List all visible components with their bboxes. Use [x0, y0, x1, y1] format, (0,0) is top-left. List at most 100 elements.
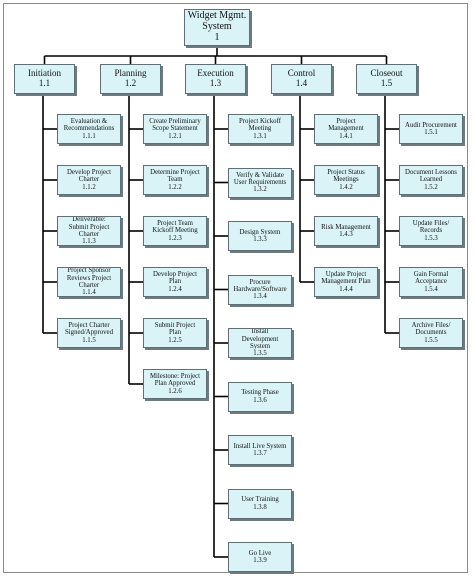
task-node-code: 1.5.5 — [424, 336, 438, 344]
phase-node-code: 1.5 — [380, 78, 393, 88]
task-node-code: 1.1.4 — [82, 289, 96, 297]
task-node-title: Evaluation & Recommendations — [63, 118, 115, 133]
task-node-code: 1.3.1 — [253, 132, 267, 140]
task-node-title: Develop Project Plan — [153, 271, 197, 286]
task-node-code: 1.3.5 — [253, 350, 267, 358]
phase-node-code: 1.1 — [38, 78, 51, 88]
task-node-title: Archive Files/ Documents — [411, 322, 451, 337]
phase-node-title: Control — [287, 68, 316, 79]
phase-node-title: Initiation — [28, 68, 61, 79]
task-node-title: Update Files/ Records — [412, 220, 450, 235]
task-node-code: 1.4.2 — [339, 183, 353, 191]
task-node-code: 1.5.4 — [424, 285, 438, 293]
task-node-code: 1.5.2 — [424, 183, 438, 191]
task-node-code: 1.1.2 — [82, 183, 96, 191]
task-node-title: Update Project Management Plan — [321, 271, 371, 286]
task-node-code: 1.3.7 — [253, 450, 267, 457]
task-node-title: Testing Phase — [241, 389, 279, 397]
task-node-title: Document Lessons Learned — [405, 169, 457, 184]
task-node-title: Verify & Validate User Requirements — [233, 171, 287, 186]
task-node-title: Install Live System — [233, 442, 287, 450]
phase-node-code: 1.2 — [124, 78, 137, 88]
task-node-title: Develop Project Charter — [67, 169, 111, 184]
phase-node-title: Planning — [114, 68, 147, 79]
task-node-title: User Training — [241, 496, 279, 504]
task-node-title: Procure Hardware/Software — [233, 278, 287, 293]
task-node-title: Project Kickoff Meeting — [239, 118, 281, 133]
phase-node-title: Closeout — [370, 68, 403, 79]
task-node-code: 1.3.3 — [253, 236, 267, 243]
task-node-title: Create Preliminary Scope Statement — [149, 118, 201, 133]
task-node-code: 1.3.8 — [253, 503, 267, 511]
task-node-code: 1.2.1 — [168, 132, 182, 140]
task-node-code: 1.2.5 — [168, 336, 182, 344]
task-node-code: 1.4.1 — [339, 132, 353, 140]
task-node-code: 1.4.4 — [339, 285, 353, 293]
task-node-code: 1.2.2 — [168, 183, 182, 191]
task-node-title: Project Management — [328, 118, 364, 133]
phase-node-title: Execution — [197, 68, 234, 79]
task-node-code: 1.1.1 — [82, 132, 96, 140]
task-node-code: 1.3.2 — [253, 186, 267, 194]
root-code: 1 — [214, 31, 220, 43]
task-node-code: 1.3.6 — [253, 396, 267, 404]
task-node-title: Project Status Meetings — [327, 169, 365, 184]
task-node-code: 1.2.3 — [168, 234, 182, 242]
task-node-title: Determine Project Team — [150, 169, 200, 184]
task-node-code: 1.5.1 — [424, 129, 438, 136]
task-node-title: Install Development System — [241, 328, 279, 350]
task-node-code: 1.1.3 — [82, 238, 96, 246]
task-node-title: Audit Procurement — [405, 121, 457, 129]
task-node-title: Milestone: Project Plan Approved — [149, 373, 201, 388]
task-node-title: Gain Formal Acceptance — [413, 271, 449, 286]
task-node-title: Project Charter Signed/Approved — [65, 322, 113, 337]
root-node: Widget Mgmt. System 1 — [184, 9, 250, 46]
task-node-code: 1.4.3 — [339, 231, 353, 238]
task-node-title: Go Live — [248, 549, 272, 557]
task-node-code: 1.3.4 — [253, 293, 267, 301]
task-node-title: Risk Management — [321, 223, 371, 231]
task-node-title: Project Sponsor Reviews Project Charter — [66, 267, 112, 289]
task-node-code: 1.3.9 — [253, 557, 267, 564]
task-node-title: Design System — [239, 228, 281, 236]
task-node-code: 1.5.3 — [424, 234, 438, 242]
task-node-title: Deliverable: Submit Project Charter — [68, 216, 110, 238]
task-node-title: Project Team Kickoff Meeting — [152, 220, 198, 235]
